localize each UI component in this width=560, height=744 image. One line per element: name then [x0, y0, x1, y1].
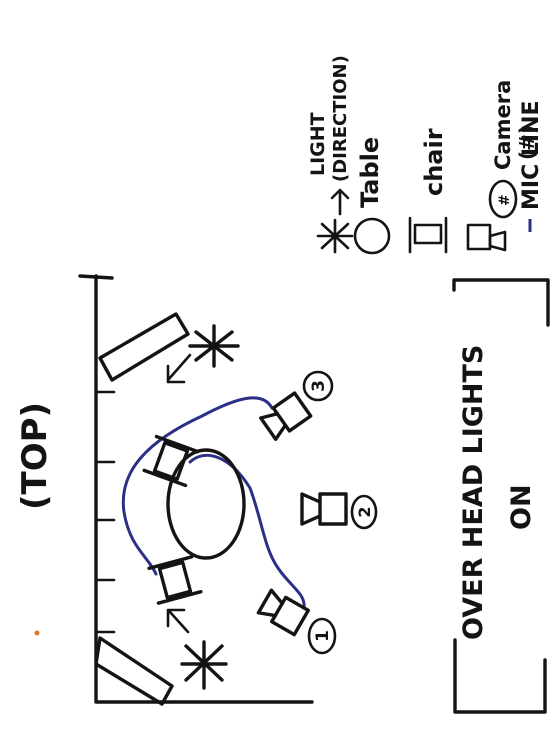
camera-2-badge [350, 494, 378, 530]
legend: MIC LINE # Camera (#) chair Table LIGHT … [307, 55, 544, 255]
camera-3-number: 3 [309, 380, 329, 392]
mic-line-outer [121, 396, 274, 576]
note-line-1: OVER HEAD LIGHTS [458, 345, 489, 640]
chair-top [142, 434, 200, 488]
legend-light-icon [316, 188, 354, 254]
legend-light-sub: (DIRECTION) [330, 55, 351, 182]
camera-1: 1 [256, 588, 337, 655]
chair-bottom [147, 555, 203, 605]
legend-camera-sub: (#) [515, 125, 539, 160]
stray-mark [34, 630, 40, 636]
camera-1-badge [307, 617, 337, 655]
diagram-title: (TOP) [15, 402, 55, 510]
legend-light-label: LIGHT [307, 112, 329, 176]
light-top-icon [166, 324, 240, 384]
legend-camera-icon: # [466, 179, 518, 252]
legend-chair-label: chair [420, 128, 448, 196]
overhead-lights-note: OVER HEAD LIGHTS ON [452, 278, 550, 714]
softbox-top [98, 312, 190, 382]
note-bracket-bottom [453, 638, 547, 714]
camera-1-number: 1 [313, 630, 333, 642]
mic-line-inner [188, 453, 306, 610]
svg-text:#: # [497, 194, 513, 206]
softbox-bottom [94, 636, 174, 706]
camera-3-badge [302, 370, 334, 402]
legend-chair-icon [408, 216, 448, 254]
room-wall [78, 274, 314, 704]
note-bracket-top [452, 278, 550, 327]
camera-2: 2 [300, 492, 378, 530]
camera-2-body [318, 492, 348, 526]
table [166, 448, 246, 560]
light-bottom-icon [166, 608, 228, 690]
note-line-2: ON [506, 484, 537, 530]
legend-mic-label: MIC LINE [519, 100, 544, 210]
legend-table-label: Table [356, 137, 384, 208]
legend-camera-label: Camera [491, 80, 515, 170]
camera-2-number: 2 [355, 506, 374, 517]
legend-table-icon [353, 217, 391, 255]
camera-3: 3 [259, 370, 334, 441]
